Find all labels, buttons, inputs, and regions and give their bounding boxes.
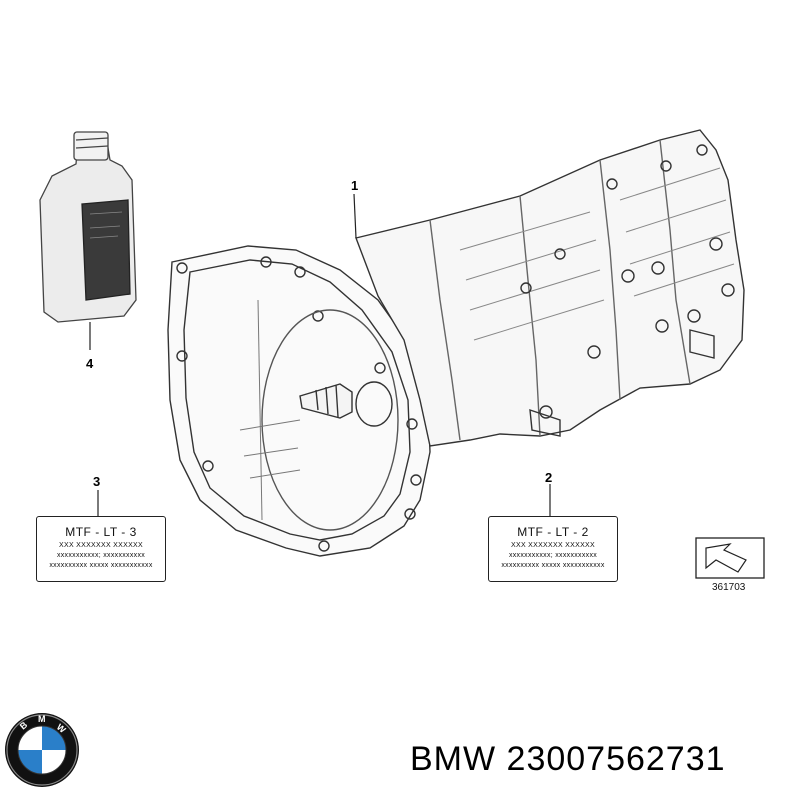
label-card-line: xxxxxxxxxxx; xxxxxxxxxxx: [508, 552, 598, 559]
callout-3: 3: [93, 474, 101, 489]
oil-bottle: [39, 131, 137, 323]
label-card-line: xxxxxxxxxx xxxxx xxxxxxxxxxx: [49, 562, 153, 569]
callout-4: 4: [86, 356, 94, 371]
label-card-title: MTF - LT - 2: [517, 525, 589, 539]
label-card-title: MTF - LT - 3: [65, 525, 137, 539]
part-number-title: BMW 23007562731: [410, 740, 726, 778]
label-card-mtf-lt-2: MTF - LT - 2 XXX XXXXXXX XXXXXX xxxxxxxx…: [488, 516, 618, 582]
label-card-line: xxxxxxxxxx xxxxx xxxxxxxxxxx: [501, 562, 605, 569]
callout-1: 1: [351, 178, 359, 193]
label-card-line: XXX XXXXXXX XXXXXX: [59, 542, 143, 549]
callout-2: 2: [545, 470, 553, 485]
diagram-reference-number: 361703: [712, 582, 746, 593]
svg-text:M: M: [38, 714, 46, 724]
svg-text:B: B: [18, 719, 30, 731]
label-card-mtf-lt-3: MTF - LT - 3 XXX XXXXXXX XXXXXX xxxxxxxx…: [36, 516, 166, 582]
diagram-reference-arrow-icon: [695, 537, 765, 579]
label-card-line: XXX XXXXXXX XXXXXX: [511, 542, 595, 549]
label-card-line: xxxxxxxxxxx; xxxxxxxxxxx: [56, 552, 146, 559]
transmission-housing: [167, 129, 745, 557]
bmw-logo: B M W: [5, 713, 79, 787]
